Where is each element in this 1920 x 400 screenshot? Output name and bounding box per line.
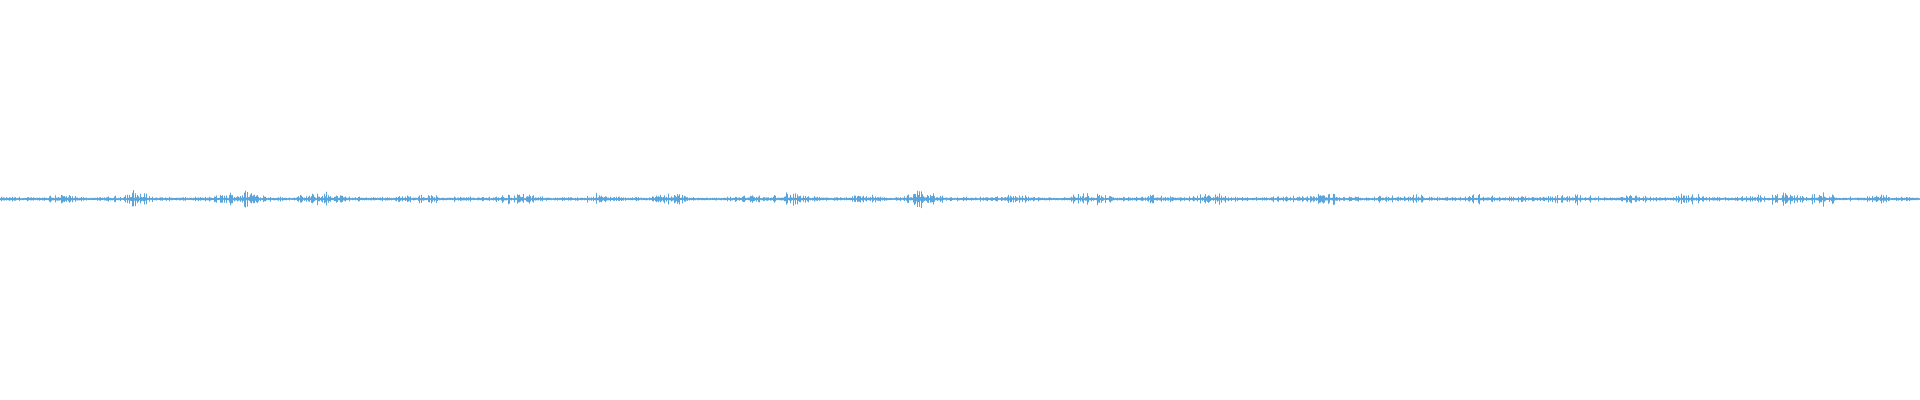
- waveform-body: [0, 190, 1920, 209]
- waveform-trace: [0, 190, 1920, 209]
